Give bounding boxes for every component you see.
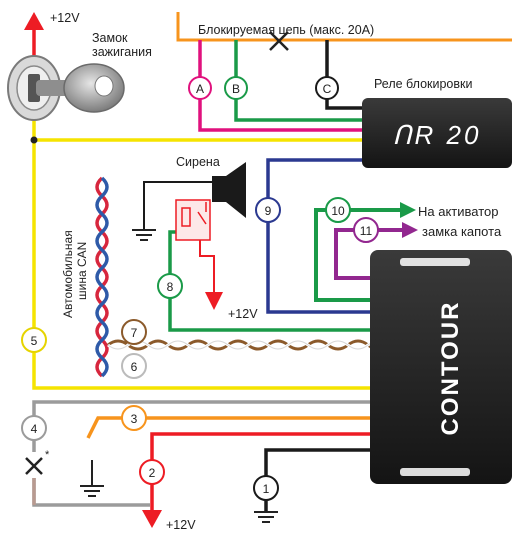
pin-badge-8: 8	[157, 273, 183, 299]
relay-wire-a	[198, 40, 370, 132]
pin-badge-7: 7	[121, 319, 147, 345]
relay-title: Реле блокировки	[374, 77, 472, 91]
plus12-top-arrow	[24, 12, 44, 58]
pin-badge-6: 6	[121, 353, 147, 379]
svg-text:10: 10	[331, 204, 345, 218]
relay-break-cross	[269, 31, 289, 51]
pin-badge-10: 10	[325, 197, 351, 223]
siren-ground-wire	[143, 181, 212, 230]
svg-text:2: 2	[149, 466, 156, 480]
relay-logo: ᑎR 20	[393, 120, 482, 150]
pin-badge-c: C	[315, 76, 339, 100]
blocked-circuit-wire	[176, 12, 512, 42]
can-wires-6-7	[107, 339, 389, 351]
ignition-key-icon	[36, 63, 125, 113]
can-label-line1: Автомобильная	[61, 230, 75, 318]
pin-badge-4: 4	[21, 415, 47, 441]
svg-text:C: C	[323, 82, 332, 96]
wire-2-arrow	[142, 510, 162, 528]
svg-text:11: 11	[360, 224, 373, 238]
plus12-top-label: +12V	[50, 11, 80, 25]
pin-badge-a: A	[188, 76, 212, 100]
contour-logo: CONTOUR	[437, 301, 464, 436]
can-bus-twisted-pair	[95, 176, 109, 378]
siren-power-wire	[199, 240, 215, 292]
svg-text:4: 4	[31, 422, 38, 436]
wire-1-black	[264, 448, 376, 512]
pin-badge-1: 1	[253, 475, 279, 501]
svg-text:7: 7	[131, 326, 138, 340]
pin-badge-11: 11	[353, 217, 379, 243]
svg-text:5: 5	[31, 334, 38, 348]
wire-3-orange	[86, 416, 376, 439]
ground-symbol-siren	[132, 229, 156, 241]
pin-badge-2: 2	[139, 459, 165, 485]
fuse-mark: *	[45, 449, 50, 461]
ignition-lock-icon	[7, 55, 61, 121]
actuator-label-line2: замка капота	[422, 224, 502, 239]
plus12-bottom-label: +12V	[166, 518, 196, 532]
wire-9-blue	[266, 158, 380, 314]
wire-11-arrow	[402, 222, 418, 238]
siren-plus12-label: +12V	[228, 307, 258, 321]
ground-symbol-3	[80, 460, 104, 497]
pin-badge-3: 3	[121, 405, 147, 431]
ground-symbol-1	[254, 511, 278, 523]
siren-label: Сирена	[176, 155, 220, 169]
junction-dot	[30, 136, 38, 144]
pin-badge-9: 9	[255, 197, 281, 223]
wire-10-green	[314, 208, 400, 302]
blocked-circuit-label: Блокируемая цепь (макс. 20A)	[198, 23, 374, 37]
relay-wire-b	[234, 40, 370, 122]
relay-wire-c	[325, 40, 370, 110]
svg-text:A: A	[196, 82, 204, 96]
ignition-label-line2: зажигания	[92, 45, 152, 59]
relay-box: ᑎR 20	[362, 98, 512, 168]
fuse-cross	[25, 457, 43, 475]
svg-text:9: 9	[265, 204, 272, 218]
svg-text:1: 1	[263, 482, 270, 496]
can-label-line2: шина CAN	[75, 242, 89, 300]
wire-10-arrow	[400, 202, 416, 218]
svg-text:6: 6	[131, 360, 138, 374]
svg-text:3: 3	[131, 412, 138, 426]
siren-relay-icon	[175, 199, 211, 241]
pin-badge-b: B	[224, 76, 248, 100]
siren-icon	[212, 162, 246, 218]
contour-unit: CONTOUR	[370, 250, 512, 484]
svg-text:B: B	[232, 82, 240, 96]
actuator-label-line1: На активатор	[418, 204, 498, 219]
siren-plus12-arrow	[205, 292, 223, 310]
ignition-label-line1: Замок	[92, 31, 128, 45]
svg-text:8: 8	[167, 280, 174, 294]
pin-badge-5: 5	[21, 327, 47, 353]
